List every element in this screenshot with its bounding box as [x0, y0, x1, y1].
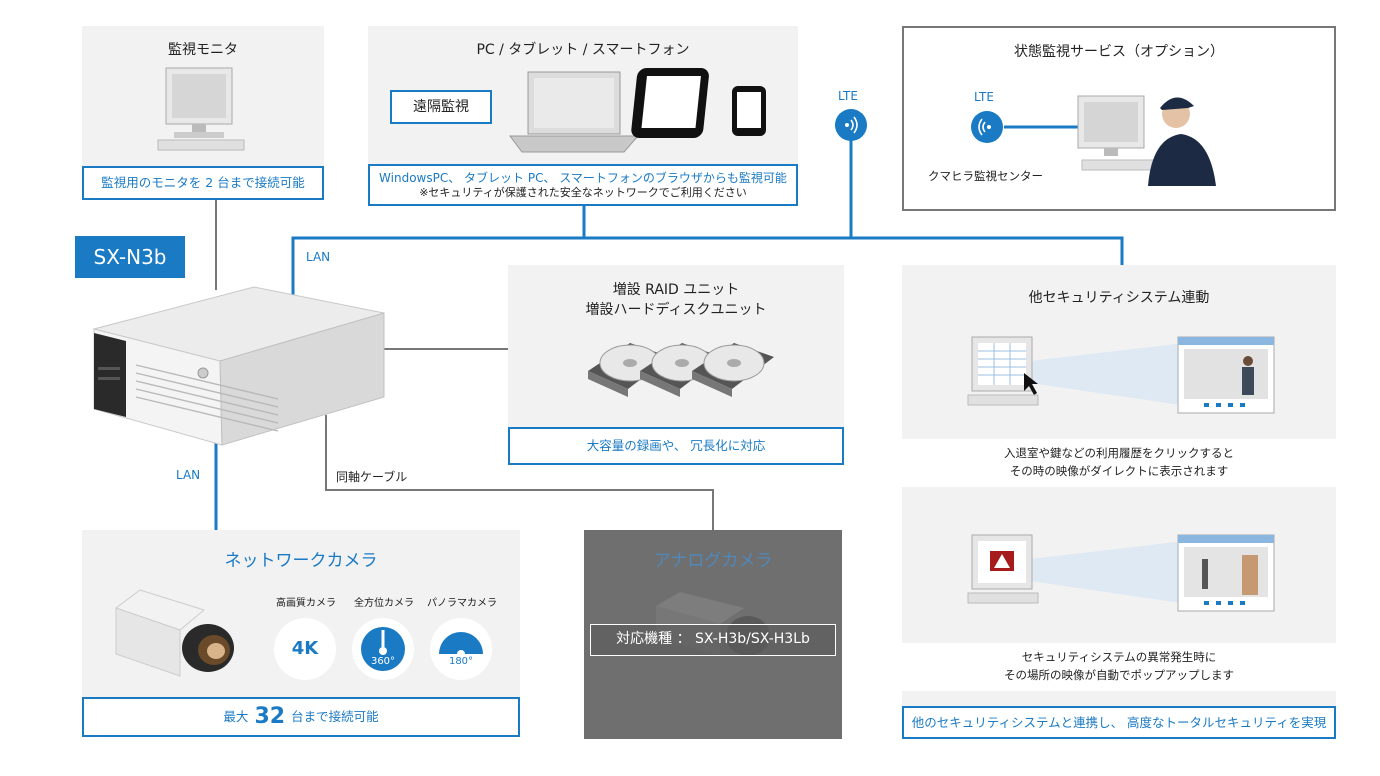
camera-type-label-2: 全方位カメラ [354, 598, 414, 609]
lan-bus-line [291, 236, 1124, 300]
lte-label-top: LTE [838, 89, 858, 103]
camera-type-label-1: 高画質カメラ [276, 598, 336, 609]
box-camera-icon [114, 589, 234, 677]
remote-desc: WindowsPC、 タブレット PC、 スマートフォンのブラウザからも監視可能… [368, 164, 798, 206]
security-caption-2: セキュリティシステムの異常発生時に その場所の映像が自動でポップアップします [902, 643, 1336, 691]
monitor-title: 監視モニタ [168, 42, 238, 58]
badge-360: 360° [352, 618, 414, 680]
service-link-line [1004, 125, 1084, 129]
max-camera-count: 32 [254, 704, 286, 730]
lte-signal-icon [835, 109, 867, 141]
remote-panel: PC / タブレット / スマートフォン 遠隔監視 WindowsPC、 タブレ… [368, 26, 798, 206]
lan-label-bottom: LAN [176, 468, 201, 482]
analog-camera-panel: アナログカメラ 対応機種 ： SX-H3b/SX-H3Lb [584, 530, 842, 739]
tablet-icon [631, 68, 709, 138]
storage-title-1: 増設 RAID ユニット [612, 282, 740, 298]
service-lte-icon [971, 111, 1003, 143]
remote-badge: 遠隔監視 [390, 90, 492, 124]
alarm-popup-illustration [967, 534, 1275, 612]
analog-camera-title: アナログカメラ [653, 551, 773, 571]
hdd-1 [588, 343, 670, 397]
omnidirectional-icon [361, 627, 405, 671]
security-panel: 他セキュリティシステム連動 入退室や鍵などの利用履歴をクリックすると その時の映… [902, 265, 1336, 739]
service-title: 状態監視サービス（オプション） [1014, 44, 1224, 60]
security-footer: 他のセキュリティシステムと連携し、 高度なトータルセキュリティを実現 [902, 706, 1336, 739]
coax-line [325, 415, 714, 530]
device-model-badge: SX-N3b [75, 236, 185, 278]
operator-icon [1077, 95, 1216, 186]
hdd-3 [692, 343, 774, 397]
network-camera-footer: 最大 32 台まで接続可能 [82, 697, 520, 737]
security-caption-1: 入退室や鍵などの利用履歴をクリックすると その時の映像がダイレクトに表示されます [902, 439, 1336, 487]
hdd-2 [640, 343, 722, 397]
laptop-icon [509, 71, 640, 153]
remote-title: PC / タブレット / スマートフォン [476, 42, 690, 58]
service-center-label: クマヒラ監視センター [928, 169, 1043, 183]
service-lte-label: LTE [974, 90, 994, 104]
service-panel: 状態監視サービス（オプション） LTE クマヒラ監視センター [902, 26, 1336, 211]
storage-desc: 大容量の録画や、 冗長化に対応 [508, 427, 844, 465]
lan-label-top: LAN [306, 250, 331, 264]
camera-type-label-3: パノラマカメラ [427, 598, 497, 609]
history-click-illustration [967, 336, 1275, 414]
monitor-panel: 監視モニタ 監視用のモニタを 2 台まで接続可能 [82, 26, 324, 200]
coax-label: 同軸ケーブル [336, 470, 408, 484]
network-camera-panel: ネットワークカメラ 高画質カメラ 全方位カメラ パノラマカメラ 4K 360° … [82, 530, 520, 737]
monitor-icon [157, 67, 245, 151]
panorama-icon [439, 632, 483, 658]
hard-disk-icons [588, 343, 774, 397]
badge-4k: 4K [274, 618, 336, 680]
network-camera-title: ネットワークカメラ [224, 551, 378, 571]
storage-title-2: 増設ハードディスクユニット [585, 302, 767, 318]
analog-compat-box: 対応機種 ： SX-H3b/SX-H3Lb [590, 624, 836, 656]
storage-panel: 増設 RAID ユニット 増設ハードディスクユニット 大容量の録画や、 冗長化に… [508, 265, 844, 465]
security-title: 他セキュリティシステム連動 [1028, 290, 1210, 306]
monitor-desc: 監視用のモニタを 2 台まで接続可能 [82, 166, 324, 200]
badge-180: 180° [430, 618, 492, 680]
device-illustration [92, 286, 385, 446]
smartphone-icon [732, 86, 766, 136]
